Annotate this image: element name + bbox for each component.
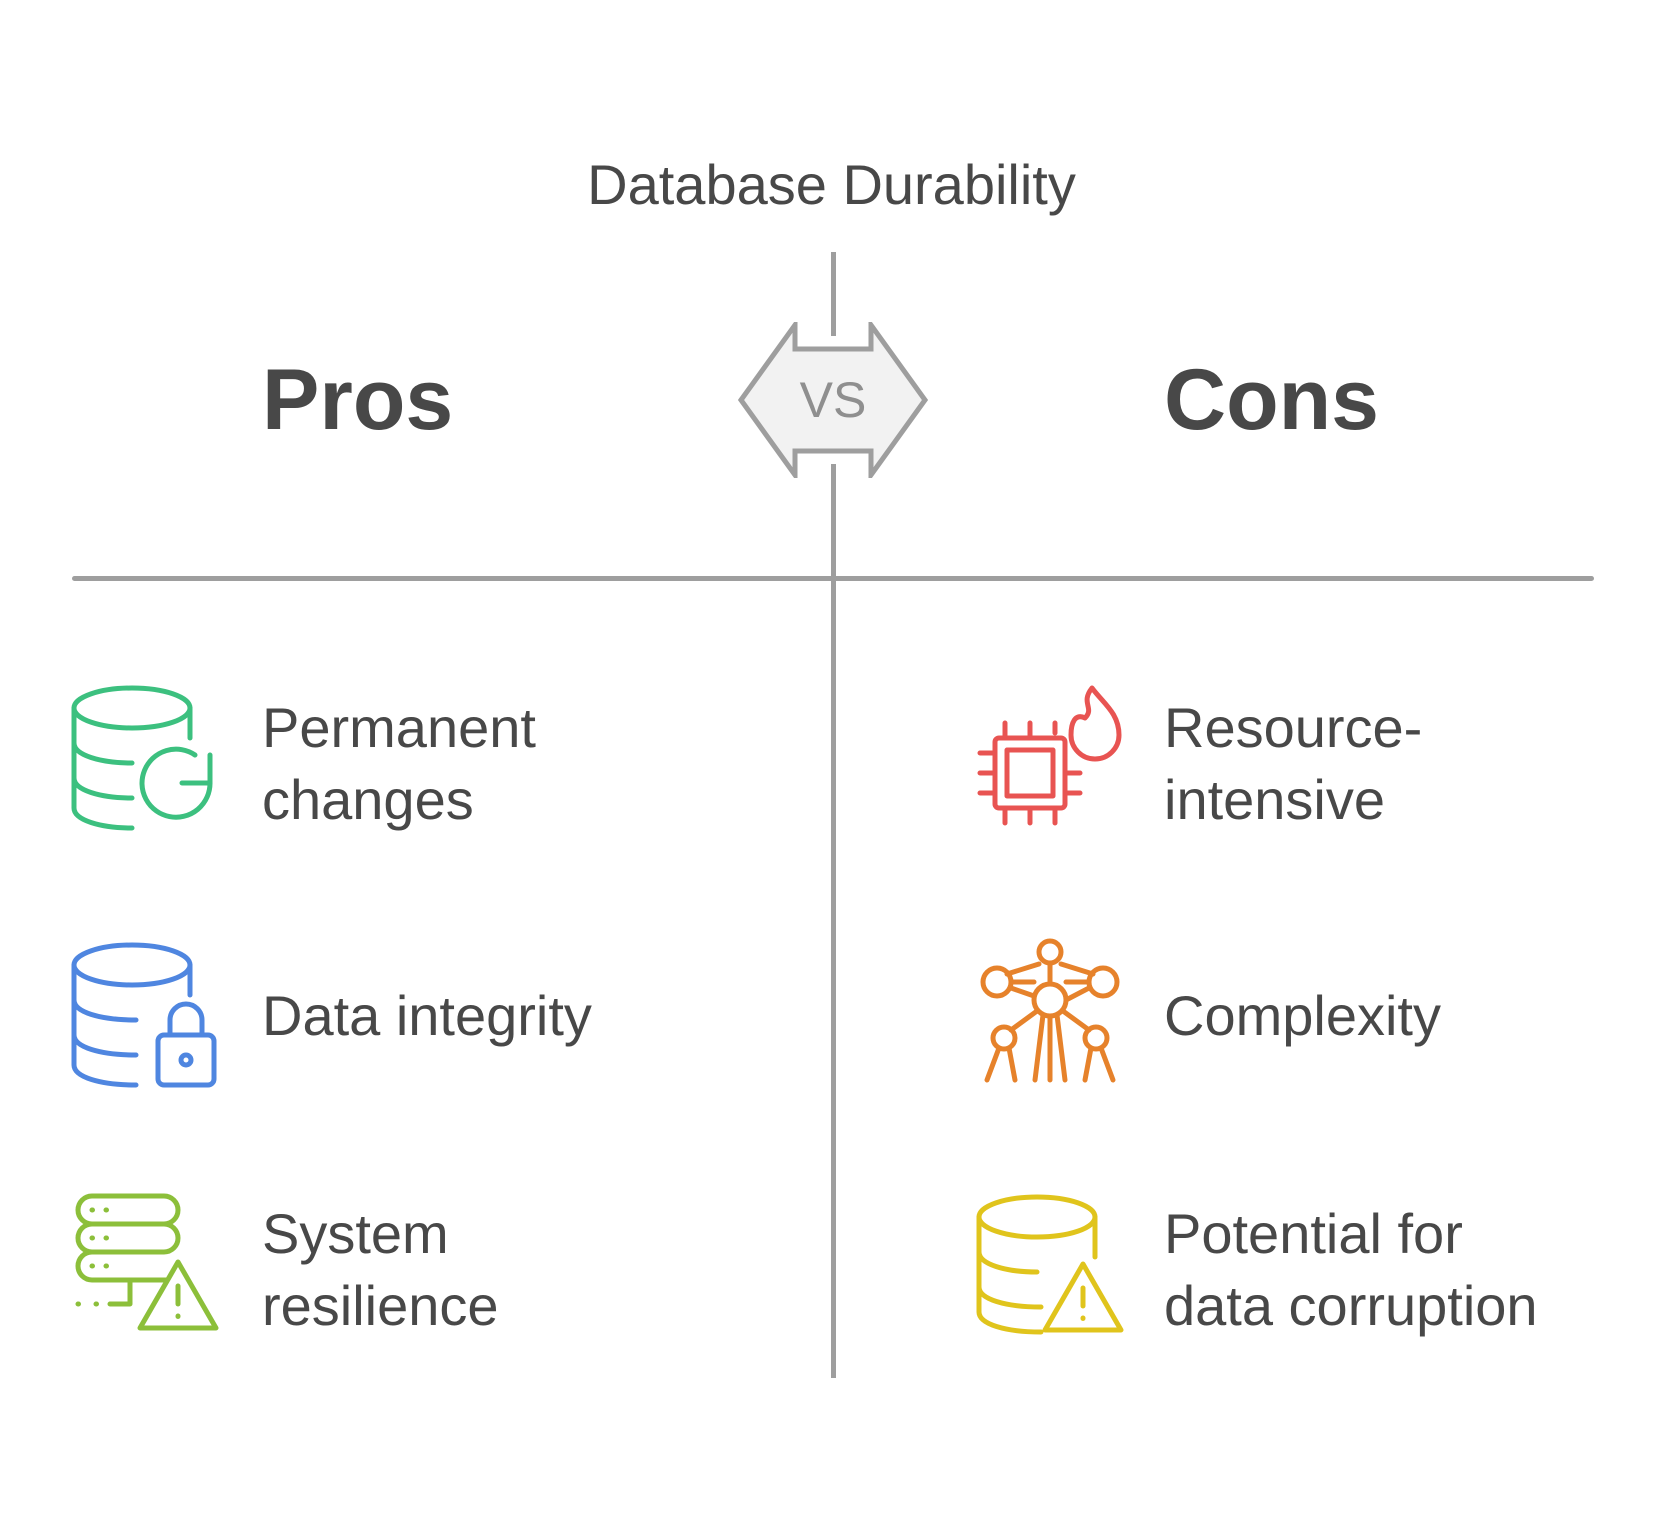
vertical-divider-top — [831, 252, 836, 336]
cons-item-1-line-2: intensive — [1164, 768, 1386, 831]
pros-item-3-text: System resilience — [262, 1198, 822, 1342]
vs-badge: VS — [738, 322, 928, 478]
database-refresh-icon — [71, 685, 213, 831]
database-lock-icon — [71, 942, 217, 1088]
pros-item-3-line-1: System — [262, 1202, 449, 1265]
vs-label: VS — [800, 372, 867, 428]
cons-item-2-text: Complexity — [1164, 980, 1663, 1052]
pros-item-3-line-2: resilience — [262, 1274, 499, 1337]
cons-item-1-line-1: Resource- — [1164, 696, 1423, 759]
server-warning-icon — [75, 1193, 219, 1331]
pros-item-1-line-1: Permanent — [262, 696, 536, 759]
cons-item-3-text: Potential for data corruption — [1164, 1198, 1663, 1342]
pros-heading: Pros — [262, 352, 454, 448]
pros-item-1-text: Permanent changes — [262, 692, 822, 836]
cons-item-3-line-1: Potential for — [1164, 1202, 1463, 1265]
diagram-title: Database Durability — [587, 153, 1076, 216]
pros-item-2-line-1: Data integrity — [262, 984, 592, 1047]
molecule-network-icon — [980, 938, 1120, 1083]
cons-item-1-text: Resource- intensive — [1164, 692, 1663, 836]
horizontal-divider — [72, 576, 1594, 581]
pros-item-1-line-2: changes — [262, 768, 474, 831]
cons-item-2-line-1: Complexity — [1164, 984, 1441, 1047]
cons-item-3-line-2: data corruption — [1164, 1274, 1538, 1337]
cpu-fire-icon — [977, 685, 1122, 826]
cons-heading: Cons — [1164, 352, 1379, 448]
database-warning-icon — [976, 1194, 1124, 1335]
pros-item-2-text: Data integrity — [262, 980, 822, 1052]
vertical-divider — [831, 464, 836, 1378]
